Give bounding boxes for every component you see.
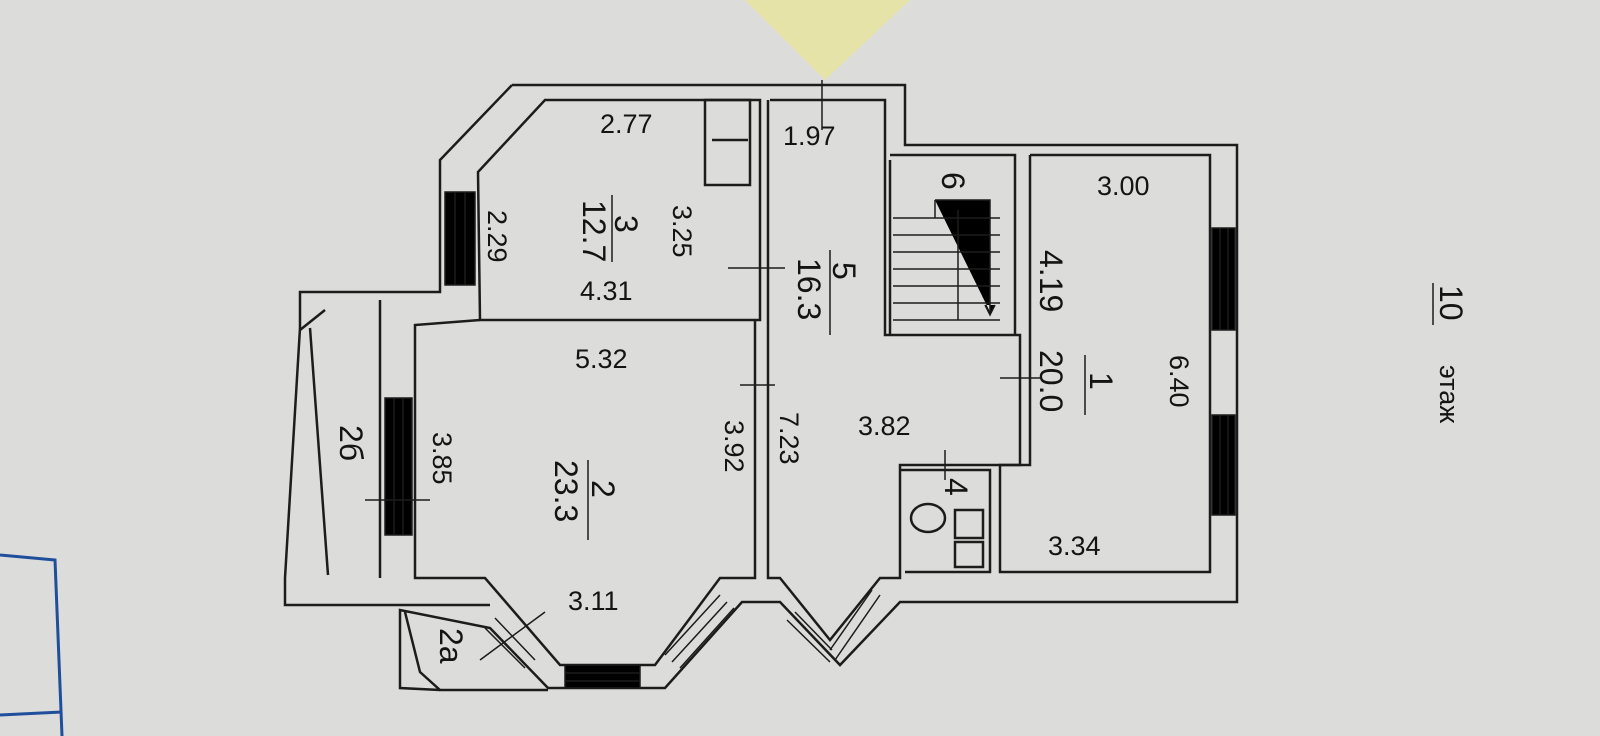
- staircase: [888, 160, 1000, 335]
- room5-dim-top: 1.97: [783, 121, 836, 151]
- room3-dim-bottom: 4.31: [580, 276, 633, 306]
- room4-id: 4: [938, 478, 974, 496]
- sink-icon: [953, 508, 985, 540]
- room1-area: 20.0: [1033, 350, 1069, 412]
- room5-dim-left: 7.23: [774, 412, 804, 465]
- walls: [283, 80, 1239, 692]
- room3-dim-right: 3.25: [667, 205, 697, 258]
- room1-dim-left: 4.19: [1033, 250, 1069, 312]
- room2-dim-top: 5.32: [575, 344, 628, 374]
- room2b-id: 2б: [333, 425, 369, 461]
- toilet-icon: [909, 502, 947, 534]
- room5-id: 5: [826, 262, 862, 280]
- room3-id: 3: [608, 215, 644, 233]
- room2-dim-right: 3.92: [719, 420, 749, 473]
- blue-frame: [0, 553, 64, 736]
- room-labels: 2.77 1.97 3 12.7 3.25 4.31 2.29 5 16.3 7…: [333, 109, 1194, 664]
- sticky-note: [745, 0, 910, 80]
- room5-area: 16.3: [791, 258, 827, 320]
- room3-dim-left: 2.29: [482, 210, 512, 263]
- floor-number: 10: [1433, 285, 1469, 321]
- room3-area: 12.7: [576, 200, 612, 262]
- room2-dim-left: 3.85: [427, 432, 457, 485]
- room1-dim-bottom: 3.34: [1048, 531, 1101, 561]
- room2-id: 2: [585, 480, 621, 498]
- room6-id: 6: [935, 172, 971, 190]
- room3-dim-top: 2.77: [600, 109, 653, 139]
- floor-label: 10 этаж: [1432, 283, 1469, 423]
- room2-dim-bottom: 3.11: [568, 586, 619, 616]
- room2-area: 23.3: [548, 460, 584, 522]
- room2a-id: 2а: [433, 628, 469, 664]
- room1-dim-right: 6.40: [1164, 355, 1194, 408]
- room1-id: 1: [1083, 372, 1119, 390]
- room1-dim-top: 3.00: [1097, 171, 1150, 201]
- room5-dim-bottom: 3.82: [858, 411, 911, 441]
- floor-word: этаж: [1434, 365, 1464, 423]
